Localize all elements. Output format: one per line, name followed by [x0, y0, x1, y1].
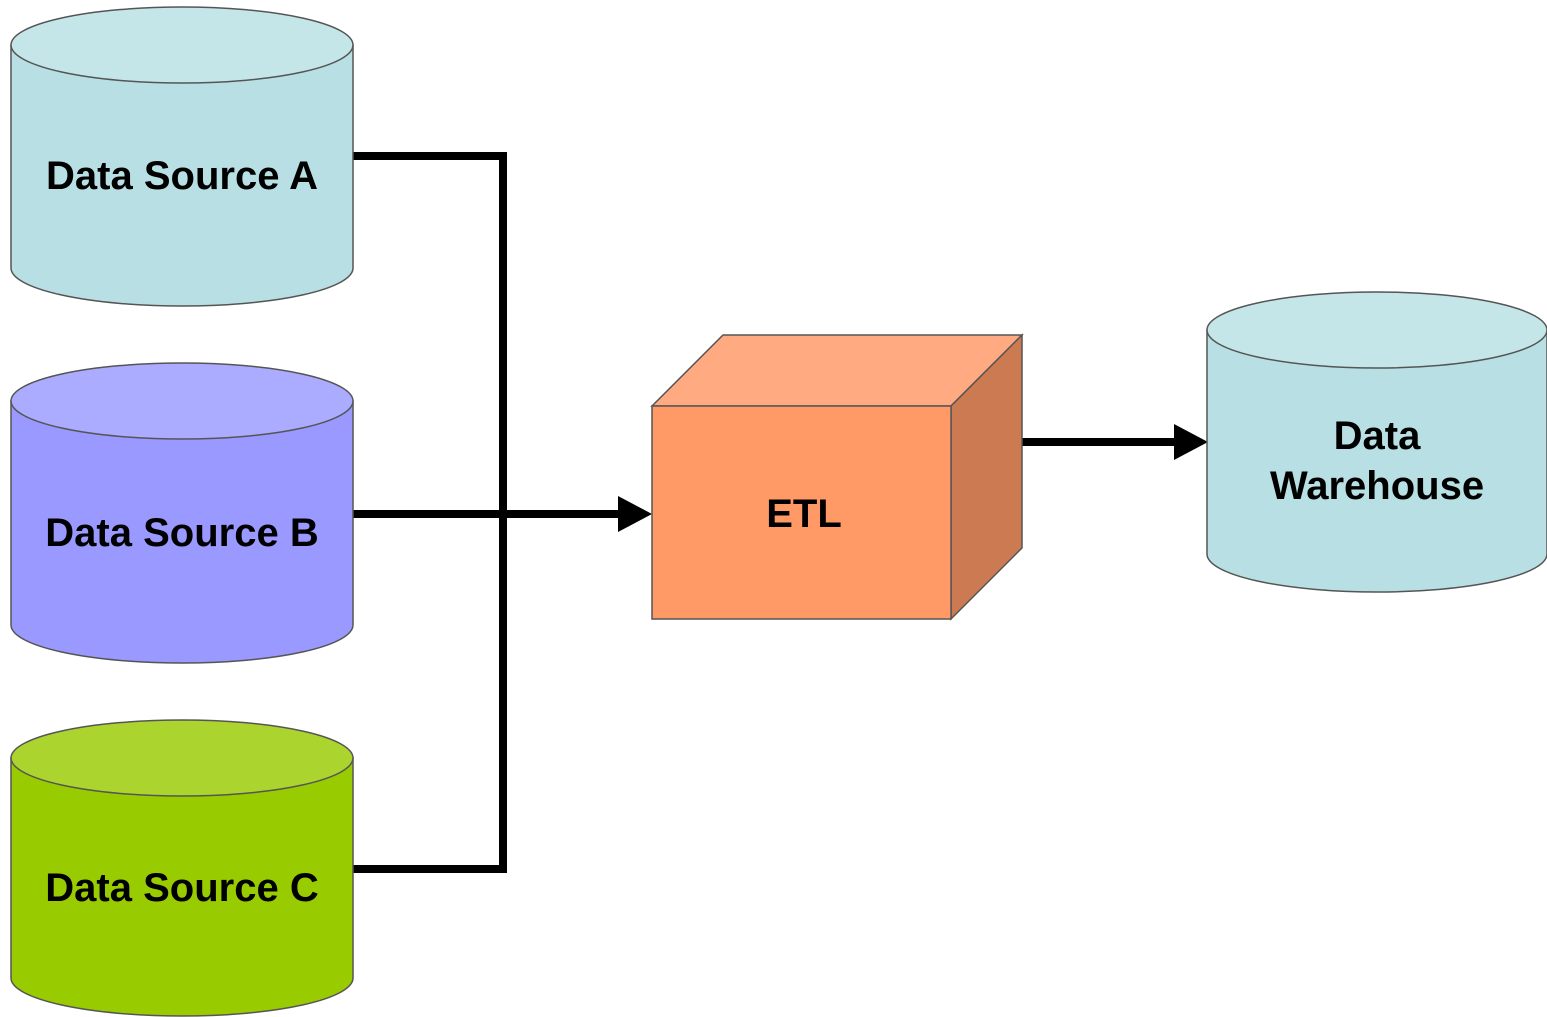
- data-source-c-cylinder: Data Source C: [10, 719, 354, 1017]
- data-source-c-label: Data Source C: [45, 866, 318, 910]
- cylinder-body: [1206, 329, 1547, 593]
- arrowhead-warehouse: [1174, 424, 1208, 460]
- etl-label: ETL: [766, 492, 842, 536]
- connector-source-a: [353, 152, 507, 514]
- data-warehouse-label-line2: Warehouse: [1270, 464, 1484, 508]
- cylinder-body: [10, 757, 354, 1017]
- connectors: [353, 152, 1208, 873]
- data-source-a-label: Data Source A: [46, 154, 318, 198]
- cylinder-body: [10, 400, 354, 664]
- connector-source-c: [353, 514, 507, 873]
- data-source-b-label: Data Source B: [45, 511, 318, 555]
- data-warehouse-label-line1: Data: [1334, 414, 1421, 458]
- cylinder-top: [1206, 291, 1547, 369]
- cylinder-body: [10, 44, 354, 307]
- data-source-b-cylinder: Data Source B: [10, 362, 354, 664]
- data-source-a-cylinder: Data Source A: [10, 6, 354, 307]
- etl-cube: ETL: [650, 333, 1024, 621]
- cylinder-top: [10, 719, 354, 797]
- arrowhead-etl: [618, 496, 652, 532]
- cylinder-top: [10, 6, 354, 84]
- cylinder-top: [10, 362, 354, 440]
- etl-cube-front: [651, 405, 952, 620]
- data-warehouse-cylinder: Data Warehouse: [1206, 291, 1547, 593]
